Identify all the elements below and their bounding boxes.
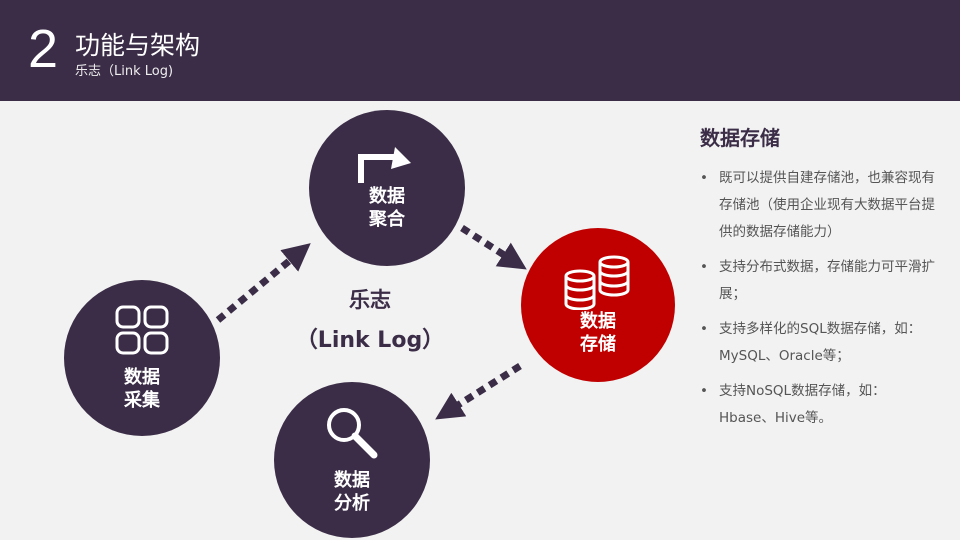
node-label: 数据 — [334, 470, 370, 491]
node-storage: 数据 存储 — [521, 228, 675, 382]
page-subtitle: 乐志（Link Log) — [75, 64, 174, 79]
bullet-item: 支持多样化的SQL数据存储，如：MySQL、Oracle等； — [700, 316, 937, 370]
panel-heading: 数据存储 — [700, 126, 780, 150]
arrow-storage-to-analyze — [435, 363, 522, 420]
node-label: 数据 — [580, 311, 616, 332]
page-title: 功能与架构 — [75, 31, 201, 60]
node-collect: 数据 采集 — [64, 280, 220, 436]
magnifier-icon — [327, 408, 378, 459]
node-aggregate: 数据 聚合 — [309, 110, 465, 266]
section-number: 2 — [28, 19, 59, 79]
node-analyze: 数据 分析 — [274, 382, 430, 538]
arrow-aggregate-to-storage — [460, 225, 527, 270]
node-label: 聚合 — [369, 209, 405, 230]
header: 2 功能与架构 乐志（Link Log) — [0, 0, 960, 101]
node-label: 采集 — [124, 390, 160, 411]
center-title: 乐志 — [349, 288, 391, 312]
node-label: 数据 — [124, 367, 160, 388]
node-label: 数据 — [369, 186, 405, 207]
node-label: 存储 — [580, 334, 616, 355]
center-subtitle: （Link Log） — [295, 328, 445, 353]
arrow-collect-to-aggregate — [215, 243, 311, 323]
redo-arrow-icon — [358, 147, 411, 183]
grid-icon — [115, 305, 169, 355]
bullet-item: 支持NoSQL数据存储，如：Hbase、Hive等。 — [700, 378, 937, 432]
node-label: 分析 — [334, 493, 370, 514]
database-icon — [564, 255, 630, 310]
bullet-item: 支持分布式数据，存储能力可平滑扩展； — [700, 254, 937, 308]
bullet-item: 既可以提供自建存储池，也兼容现有存储池（使用企业现有大数据平台提供的数据存储能力… — [700, 165, 937, 246]
storage-panel: 数据存储 既可以提供自建存储池，也兼容现有存储池（使用企业现有大数据平台提供的数… — [700, 122, 940, 440]
